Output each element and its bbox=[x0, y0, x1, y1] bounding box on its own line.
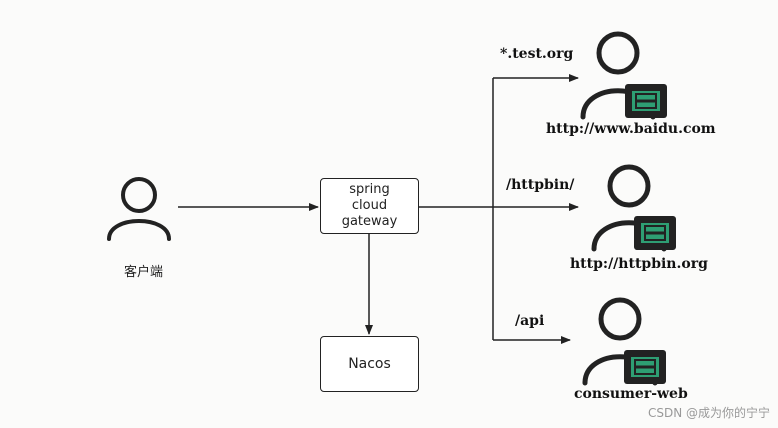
server-user-icon-baidu bbox=[580, 31, 667, 120]
route-path-httpbin: /httpbin/ bbox=[506, 177, 575, 193]
gateway-line-3: gateway bbox=[341, 214, 398, 229]
route-target-httpbin: http://httpbin.org bbox=[570, 256, 708, 272]
nacos-box: Nacos bbox=[320, 336, 419, 392]
watermark: CSDN @成为你的宁宁 bbox=[647, 406, 770, 420]
gateway-box: spring cloud gateway bbox=[320, 178, 419, 234]
nacos-label: Nacos bbox=[348, 356, 391, 372]
gateway-line-2: cloud bbox=[351, 198, 388, 213]
server-user-icon-httpbin bbox=[591, 164, 676, 252]
server-user-icon-consumer bbox=[582, 297, 666, 386]
route-path-api: /api bbox=[515, 313, 545, 329]
client-label: 客户端 bbox=[124, 265, 164, 280]
route-target-baidu: http://www.baidu.com bbox=[546, 121, 716, 137]
route-target-api: consumer-web bbox=[574, 386, 688, 402]
client-user-icon bbox=[107, 177, 171, 241]
route-path-baidu: *.test.org bbox=[500, 46, 574, 62]
gateway-line-1: spring bbox=[349, 182, 390, 197]
